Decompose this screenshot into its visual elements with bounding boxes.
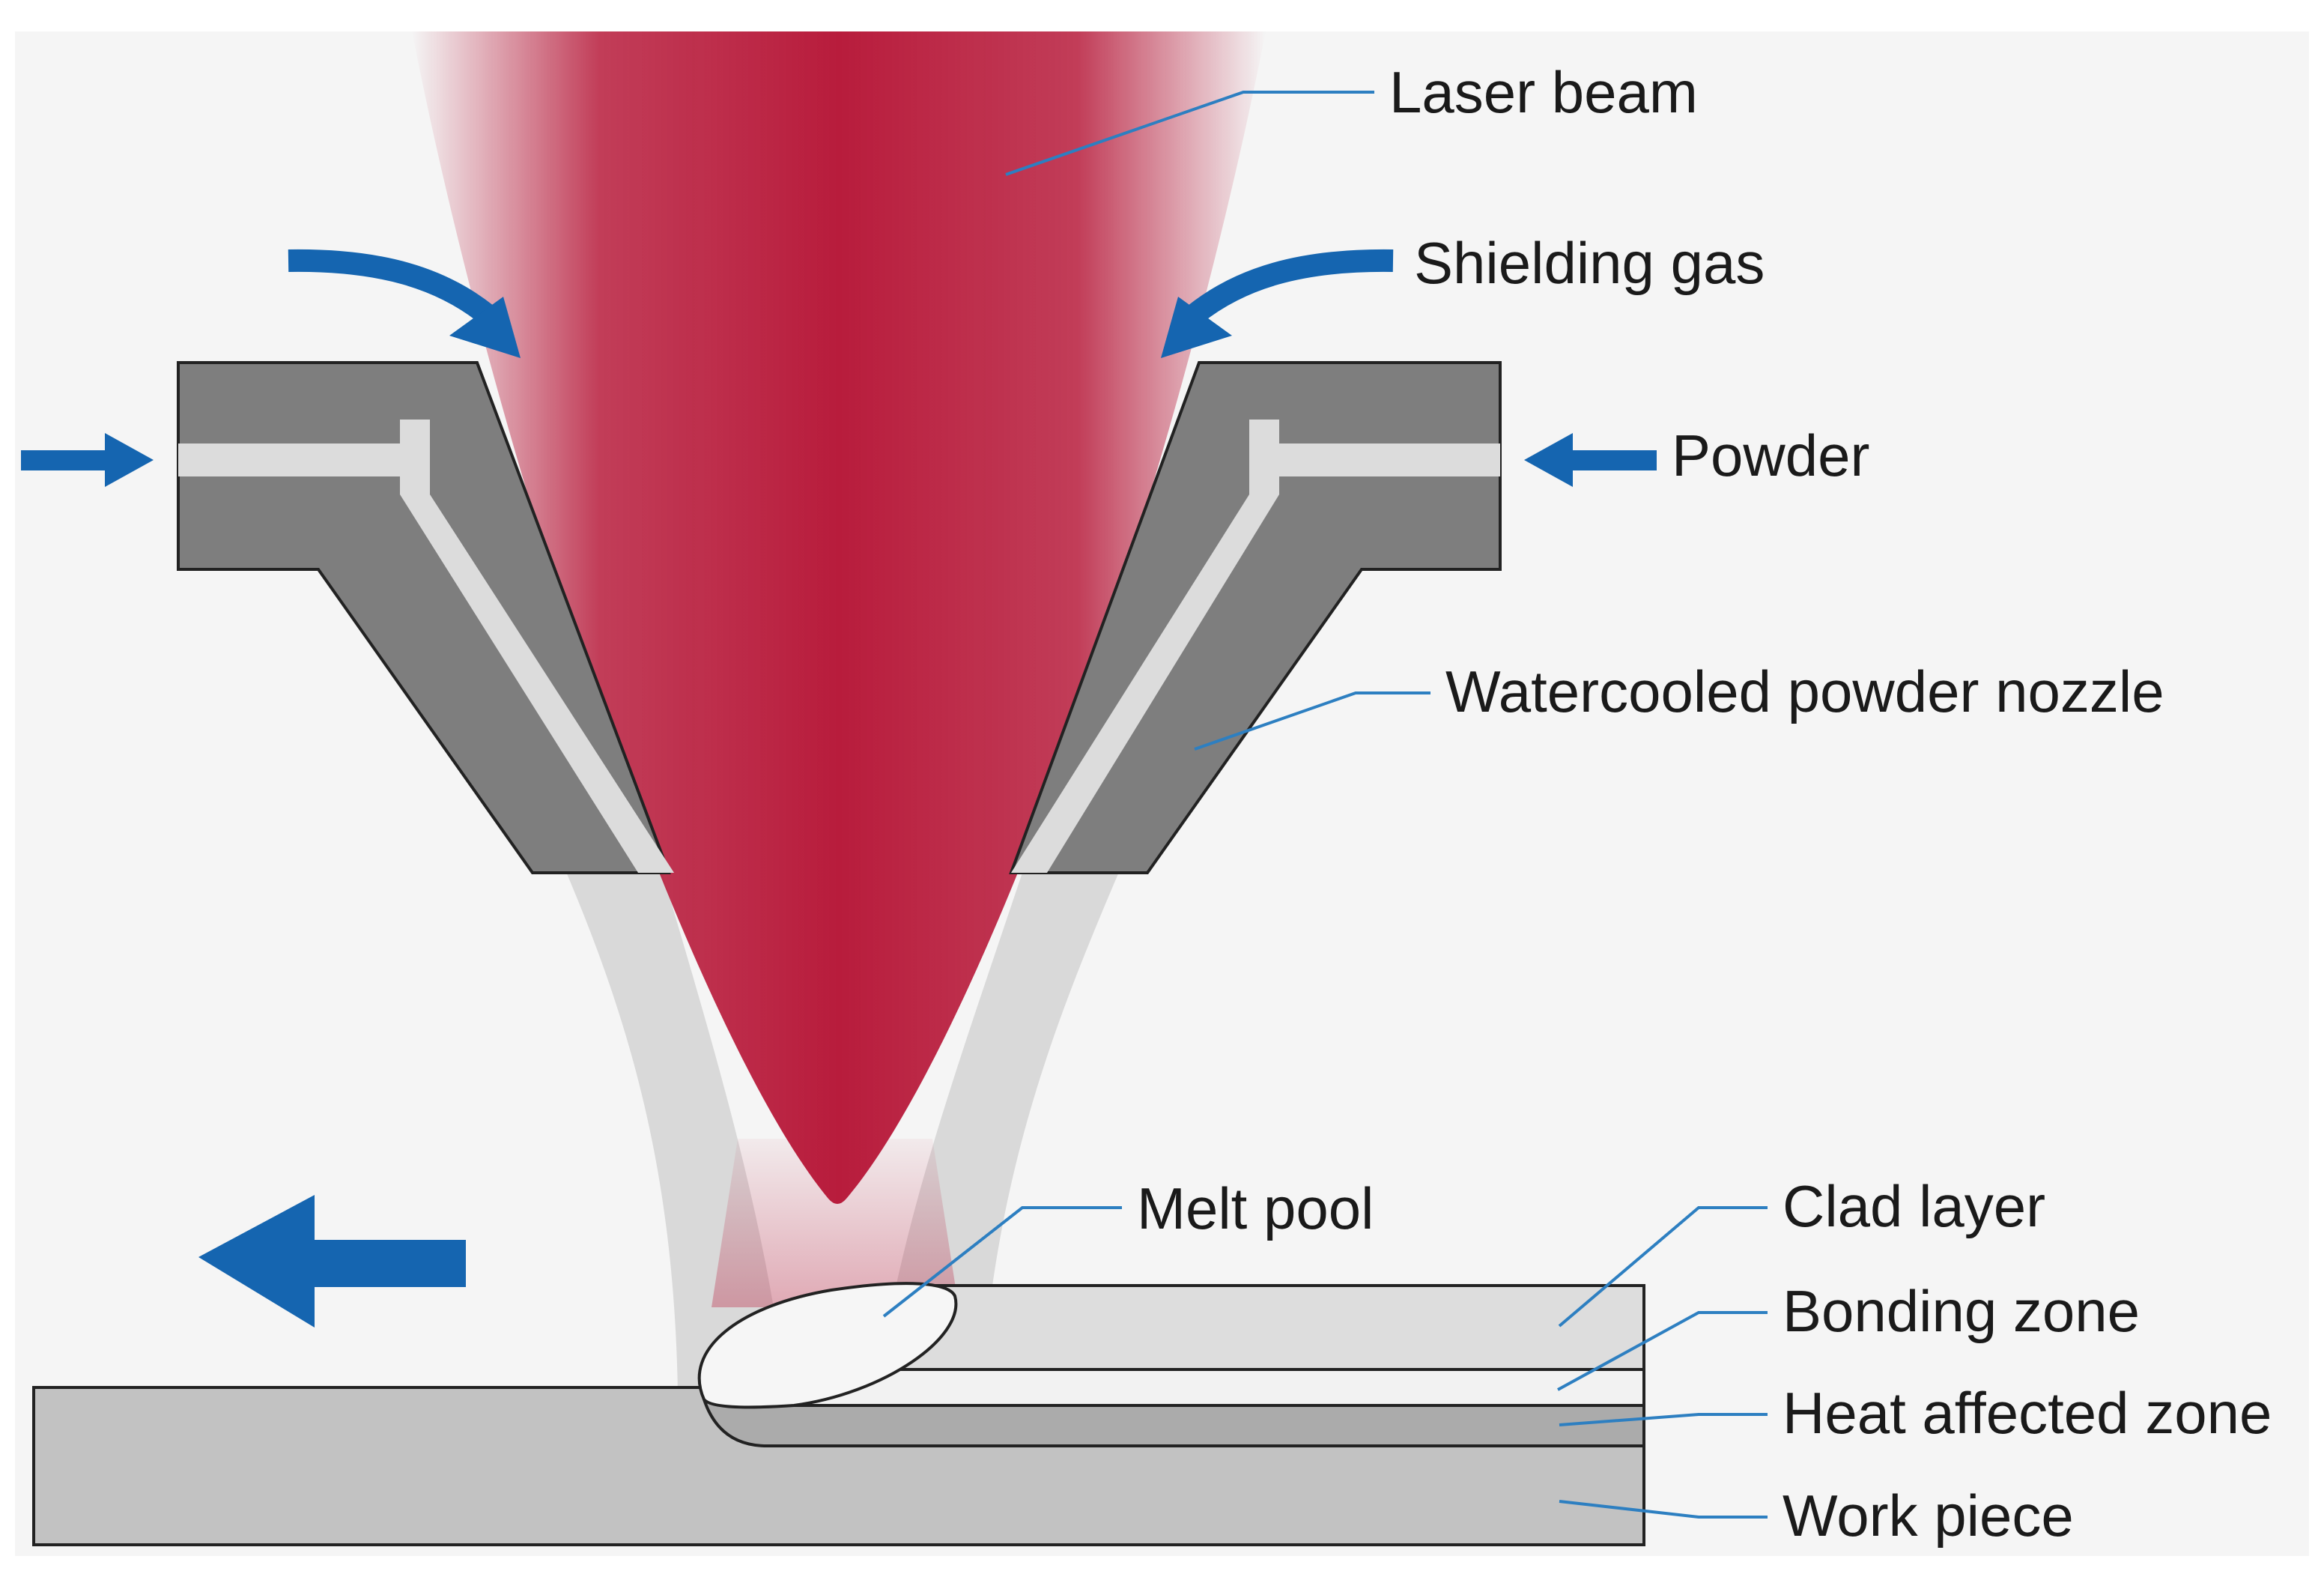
leader-melt-pool [882, 1206, 1122, 1318]
nozzle-channel-left [178, 420, 674, 873]
clad-layer [888, 1284, 1645, 1371]
leader-bonding-zone [1557, 1311, 1768, 1391]
heat-affected-zone [702, 1398, 1645, 1447]
travel-direction-arrow [198, 1195, 466, 1328]
label-bonding-zone: Bonding zone [1783, 1278, 2140, 1344]
nozzle-left [177, 361, 671, 874]
powder-arrow-right-shaft [1573, 450, 1657, 470]
leader-laser-beam [1005, 91, 1374, 176]
nozzle-channel-right [1011, 420, 1500, 873]
shielding-gas-arrowhead-left [449, 297, 521, 358]
shielding-gas-arrow-right [1187, 249, 1394, 324]
label-laser-beam: Laser beam [1389, 59, 1698, 125]
label-clad-layer: Clad layer [1783, 1173, 2045, 1239]
shielding-gas-arrowhead-right [1161, 297, 1232, 358]
laser-beam [412, 31, 1266, 1204]
leader-clad-layer [1558, 1206, 1768, 1328]
powder-arrow-left-shaft [21, 450, 105, 470]
leader-nozzle [1194, 691, 1430, 751]
shielding-gas-arrow-left [288, 249, 494, 324]
label-heat-affected-zone: Heat affected zone [1783, 1380, 2272, 1446]
label-shielding-gas: Shielding gas [1414, 230, 1765, 296]
bonding-zone [763, 1368, 1645, 1407]
label-powder: Powder [1672, 423, 1869, 488]
laser-glow [712, 1139, 959, 1307]
label-nozzle: Watercooled powder nozzle [1445, 659, 2164, 724]
powder-arrow-left-head [105, 433, 154, 487]
label-melt-pool: Melt pool [1137, 1175, 1374, 1241]
leader-heat-affected-zone [1559, 1413, 1768, 1426]
nozzle-right [1009, 361, 1502, 874]
powder-arrow-right-head [1524, 433, 1573, 487]
melt-pool [697, 1282, 958, 1409]
leader-work-piece [1559, 1500, 1768, 1519]
label-work-piece: Work piece [1783, 1483, 2074, 1549]
